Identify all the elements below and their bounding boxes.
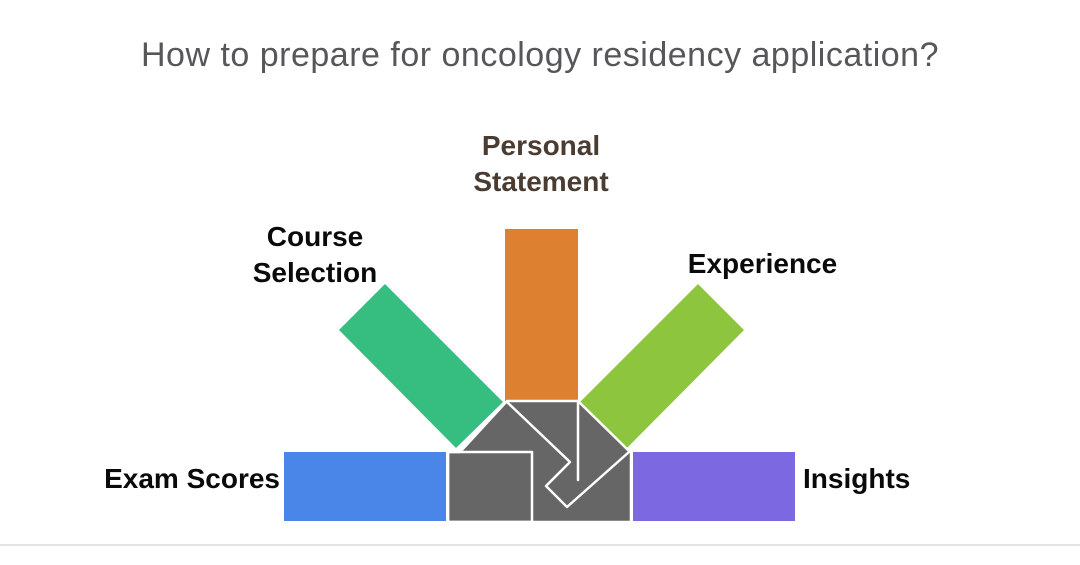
exam-scores-label: Exam Scores	[104, 463, 280, 494]
left-arrowhead-outline	[446, 450, 534, 524]
personal-statement-label: Personal Statement	[473, 130, 609, 197]
bottom-divider	[0, 544, 1080, 546]
insights-label: Insights	[803, 463, 911, 494]
experience-bar	[580, 284, 744, 448]
course-selection-label: Course Selection	[252, 221, 378, 288]
interlocked-arrow-outline	[505, 400, 631, 509]
insights-bar	[633, 452, 795, 521]
page-title: How to prepare for oncology residency ap…	[140, 36, 939, 74]
center-arrowheads-outlines	[446, 400, 631, 524]
personal-statement-bar	[505, 229, 578, 401]
exam-scores-bar	[284, 452, 446, 521]
experience-label: Experience	[687, 248, 838, 279]
course-selection-bar	[339, 284, 503, 448]
